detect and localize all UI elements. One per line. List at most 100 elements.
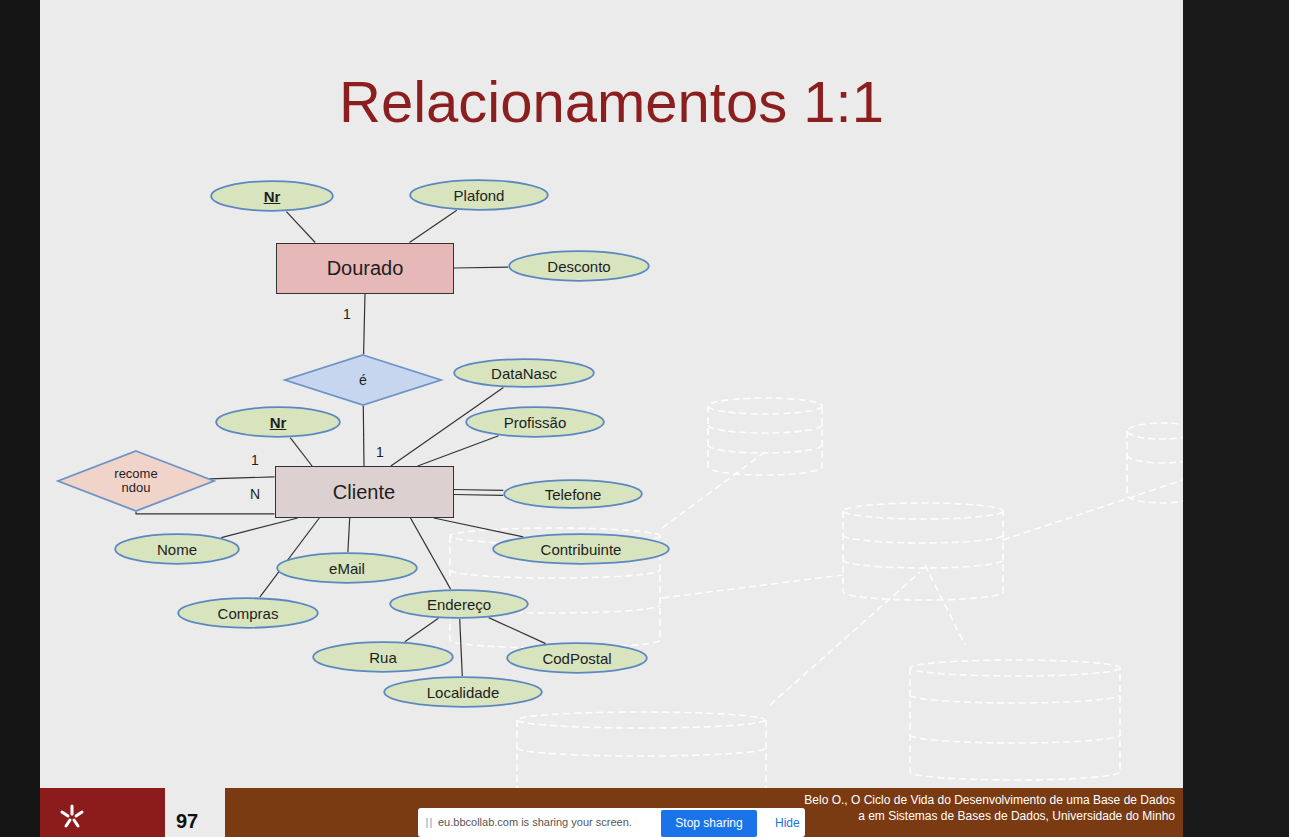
drag-handle: [427, 818, 431, 828]
connector: [221, 518, 297, 538]
ellipse-path: [216, 407, 340, 437]
connector-line: [363, 406, 365, 466]
node-label: Telefone: [545, 486, 602, 503]
connector: [489, 618, 546, 644]
connector-line: [411, 518, 451, 589]
ellipse-path: [410, 180, 548, 210]
connector-line: [454, 489, 504, 491]
connector-line: [210, 477, 275, 479]
connector: [210, 477, 275, 479]
connector-line: [434, 518, 523, 537]
node-label: Nr: [270, 414, 287, 431]
attribute-ellipse: Profissão: [465, 406, 605, 438]
attribute-ellipse: Desconto: [508, 250, 650, 282]
connector: [454, 267, 508, 269]
university-logo: [62, 806, 82, 826]
button-label: Stop sharing: [675, 816, 742, 830]
node-label: recome ndou: [108, 467, 164, 496]
connector-line: [418, 436, 499, 466]
footer-band: [225, 788, 1183, 837]
connector-line: [454, 267, 508, 269]
connector: [290, 438, 312, 466]
ellipse-path: [509, 251, 649, 281]
node-label: Profissão: [504, 414, 567, 431]
node-label: Endereço: [427, 596, 491, 613]
node-label: DataNasc: [491, 365, 557, 382]
ellipse-path: [493, 534, 669, 564]
footer-citation: Belo O., O Ciclo de Vida do Desenvolvime…: [804, 793, 1175, 807]
attribute-ellipse: CodPostal: [506, 642, 648, 674]
node-label: eMail: [329, 560, 365, 577]
connector: [348, 518, 350, 552]
attribute-ellipse: Plafond: [409, 179, 549, 211]
attribute-ellipse: Rua: [312, 641, 454, 673]
connector-line: [460, 619, 463, 676]
connector-line: [348, 518, 350, 552]
connector-line: [405, 618, 439, 642]
page-number: 97: [176, 810, 198, 833]
connector: [411, 518, 451, 589]
screen-share-bar: [418, 808, 805, 837]
node-label: Localidade: [427, 684, 500, 701]
node-label: Cliente: [333, 481, 395, 504]
stop-button: [661, 810, 757, 837]
connector-line: [221, 518, 297, 538]
attribute-ellipse: eMail: [276, 552, 418, 584]
connector-line: [364, 294, 365, 355]
node-label: Compras: [218, 605, 279, 622]
attribute-ellipse: Compras: [177, 597, 319, 629]
connector-line: [136, 512, 275, 514]
node-label: Rua: [369, 649, 397, 666]
share-notice: eu.bbcollab.com is sharing your screen.: [438, 816, 632, 828]
ellipse-path: [384, 677, 542, 707]
footer-red-block: [40, 788, 165, 837]
key-attribute: Nr: [215, 406, 341, 438]
node-label: Nr: [264, 188, 281, 205]
composite-attribute: Endereço: [389, 589, 529, 619]
ellipse-path: [504, 480, 642, 508]
ellipse-path: [211, 181, 333, 211]
node-label: Desconto: [547, 258, 610, 275]
diamond-path: [58, 451, 214, 511]
connector: [286, 212, 315, 243]
ellipse-path: [466, 407, 604, 437]
connector: [136, 512, 275, 514]
node-label: CodPostal: [542, 650, 611, 667]
ellipse-path: [277, 553, 417, 583]
cardinality-label: 1: [341, 306, 353, 322]
relationship-diamond: é: [284, 354, 442, 406]
connector: [454, 490, 504, 496]
cardinality-label: N: [248, 486, 262, 502]
ellipse-path: [454, 359, 594, 387]
connector: [410, 210, 457, 242]
ellipse-path: [507, 643, 647, 673]
ellipse-path: [390, 590, 528, 618]
attribute-ellipse: Localidade: [383, 676, 543, 708]
connector-line: [454, 494, 504, 496]
connector: [405, 618, 439, 642]
attribute-ellipse: Nome: [114, 533, 240, 565]
button-label: Hide: [775, 816, 800, 830]
ellipse-path: [115, 534, 239, 564]
connector-line: [489, 618, 546, 644]
node-label: é: [359, 372, 367, 388]
entity-box: Dourado: [276, 243, 454, 294]
connector: [364, 294, 365, 355]
key-attribute: Nr: [210, 180, 334, 212]
ellipse-path: [313, 642, 453, 672]
diamond-path: [285, 355, 441, 405]
slide-title: Relacionamentos 1:1: [40, 68, 1183, 135]
connector: [460, 619, 463, 676]
connector-line: [286, 212, 315, 243]
connector-line: [410, 210, 457, 242]
relationship-diamond: recome ndou: [57, 450, 215, 512]
attribute-ellipse: DataNasc: [453, 358, 595, 388]
cardinality-label: 1: [249, 452, 261, 468]
node-label: Dourado: [327, 257, 404, 280]
connector: [363, 406, 365, 466]
node-label: Plafond: [454, 187, 505, 204]
connector-line: [290, 438, 312, 466]
ellipse-path: [178, 598, 318, 628]
